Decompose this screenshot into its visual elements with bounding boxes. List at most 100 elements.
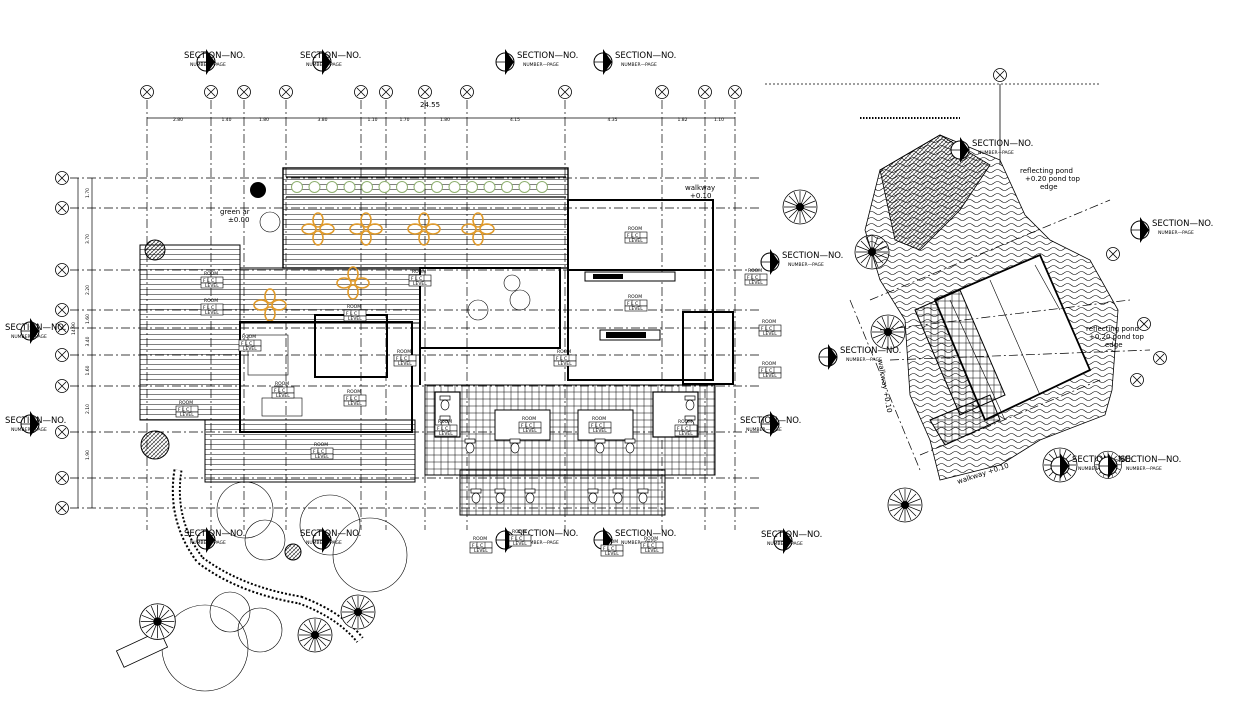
section-marker: SECTION—NO.NUMBER—PAGE: [5, 410, 66, 438]
axis-bubble: [460, 85, 474, 99]
axis-bubble: [418, 85, 432, 99]
room-label: ROOM: [473, 536, 487, 542]
toilet-fixture: [612, 488, 624, 504]
room-box-codes: F L C: [346, 311, 357, 317]
toilet-fixture: [509, 438, 521, 454]
toilet-fixture: [524, 488, 536, 504]
pond-pavilion: [765, 83, 1151, 481]
dimension-top: 3.80: [318, 117, 328, 123]
planter: [343, 181, 356, 193]
room-box-codes: F L C: [274, 388, 285, 394]
deck-left: [139, 244, 241, 421]
room-level: LEVEL: [629, 238, 643, 244]
pond-label-right-2: +0.20 pond top: [1089, 333, 1145, 341]
section-marker: SECTION—NO.NUMBER—PAGE: [184, 48, 245, 76]
pond-label-top-2: +0.20 pond top: [1025, 175, 1081, 183]
room-label: ROOM: [314, 442, 328, 448]
dimension-top: 1.70: [400, 117, 410, 123]
room-level: LEVEL: [629, 306, 643, 312]
dimension-top: 1.10: [368, 117, 378, 123]
axis-bubble: [55, 303, 69, 317]
number-page-label: NUMBER—PAGE: [978, 150, 1014, 156]
axis-bubble: [204, 85, 218, 99]
room-box-codes: F L C: [178, 407, 189, 413]
section-label: SECTION—NO.: [1120, 455, 1181, 465]
dimension-left: 1.60: [85, 314, 91, 324]
room-box-codes: F L C: [627, 233, 638, 239]
section-marker: SECTION—NO.NUMBER—PAGE: [300, 48, 361, 76]
section-label: SECTION—NO.: [5, 323, 66, 333]
axis-bubble: [1153, 351, 1167, 365]
room-box-codes: F L C: [627, 301, 638, 307]
section-marker: SECTION—NO.NUMBER—PAGE: [184, 526, 245, 554]
planter-row: [286, 176, 566, 198]
axis-bubble: [55, 379, 69, 393]
room-box-codes: F L C: [203, 278, 214, 284]
room-box-codes: F L C: [643, 543, 654, 549]
room-box-codes: F L C: [556, 356, 567, 362]
dimension-top: 1.82: [678, 117, 688, 123]
walkway-label-top: walkway: [685, 184, 715, 192]
axis-bubble: [279, 85, 293, 99]
room-box-codes: F L C: [346, 396, 357, 402]
number-page-label: NUMBER—PAGE: [306, 540, 342, 546]
dimension-left: 1.90: [85, 450, 91, 460]
axis-bubble: [354, 85, 368, 99]
axis-bubble: [55, 201, 69, 215]
room-box-codes: F L C: [313, 449, 324, 455]
section-label: SECTION—NO.: [840, 346, 901, 356]
room-level: LEVEL: [763, 331, 777, 337]
building-walls: [239, 199, 734, 433]
room-label: ROOM: [762, 319, 776, 325]
section-label: SECTION—NO.: [5, 416, 66, 426]
section-label: SECTION—NO.: [517, 51, 578, 61]
axis-bubble: [55, 425, 69, 439]
number-page-label: NUMBER—PAGE: [767, 541, 803, 547]
dimension-left: 3.40: [85, 336, 91, 346]
room-label: ROOM: [347, 304, 361, 310]
planter: [413, 181, 426, 193]
room-level: LEVEL: [474, 548, 488, 554]
planter: [483, 181, 496, 193]
section-label: SECTION—NO.: [761, 530, 822, 540]
axis-bubble: [55, 171, 69, 185]
toilet-fixture: [470, 488, 482, 504]
room-label: ROOM: [628, 226, 642, 232]
planter: [431, 181, 443, 193]
axis-bubble: [140, 85, 154, 99]
planter: [501, 181, 513, 193]
number-page-label: NUMBER—PAGE: [1078, 466, 1114, 472]
room-label: ROOM: [204, 271, 218, 277]
toilet-fixture: [439, 395, 451, 411]
room-level: LEVEL: [243, 346, 257, 352]
section-marker: SECTION—NO.NUMBER—PAGE: [1130, 216, 1213, 244]
dimension-top: 4.35: [608, 117, 618, 123]
room-level: LEVEL: [348, 401, 362, 407]
dimension-top: 1.80: [440, 117, 450, 123]
walkway-level-top: +0.10: [690, 192, 711, 200]
room-level: LEVEL: [679, 431, 693, 437]
axis-bubble: [237, 85, 251, 99]
section-marker: SECTION—NO.NUMBER—PAGE: [593, 526, 676, 554]
number-page-label: NUMBER—PAGE: [1158, 230, 1194, 236]
number-page-label: NUMBER—PAGE: [11, 334, 47, 340]
room-label: ROOM: [557, 349, 571, 355]
room-label: ROOM: [242, 334, 256, 340]
room-label: ROOM: [628, 294, 642, 300]
section-marker: SECTION—NO.NUMBER—PAGE: [950, 136, 1033, 164]
number-page-label: NUMBER—PAGE: [190, 540, 226, 546]
room-level: LEVEL: [315, 454, 329, 460]
room-box-codes: F L C: [411, 276, 422, 282]
section-label: SECTION—NO.: [184, 51, 245, 61]
room-box-codes: F L C: [396, 356, 407, 362]
toilet-fixture: [587, 488, 599, 504]
number-page-label: NUMBER—PAGE: [621, 540, 657, 546]
number-page-label: NUMBER—PAGE: [746, 427, 782, 433]
